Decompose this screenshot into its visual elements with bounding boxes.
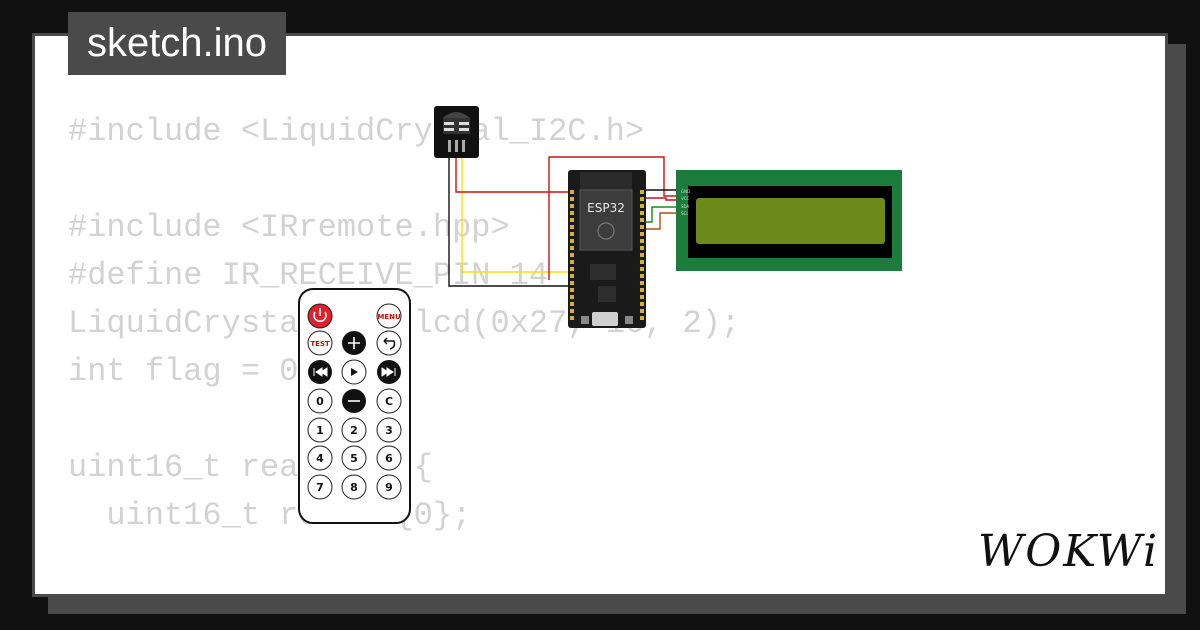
header-pin[interactable] xyxy=(570,309,574,313)
digit-button-label: 5 xyxy=(350,452,358,465)
header-pin[interactable] xyxy=(640,218,644,222)
sketch-filename-tab[interactable]: sketch.ino xyxy=(68,12,286,75)
header-pin[interactable] xyxy=(640,295,644,299)
digit-button-label: 6 xyxy=(385,452,393,465)
wires xyxy=(448,150,680,287)
header-pin[interactable] xyxy=(570,281,574,285)
ir-remote[interactable]: MENU TEST 0 C 1 2 3 4 5 6 7 8 9 xyxy=(298,288,411,524)
digit-button-label: 9 xyxy=(385,481,393,494)
header-pin[interactable] xyxy=(640,253,644,257)
header-pin[interactable] xyxy=(570,267,574,271)
header-pin[interactable] xyxy=(640,190,644,194)
header-pin[interactable] xyxy=(640,225,644,229)
header-pin[interactable] xyxy=(640,274,644,278)
wokwi-logo[interactable]: WOKWi xyxy=(978,526,1160,577)
header-pin[interactable] xyxy=(640,302,644,306)
digit-button-1[interactable] xyxy=(307,417,333,443)
back-button xyxy=(376,330,402,356)
esp32-label: ESP32 xyxy=(587,201,625,215)
lcd-pin-vcc: VCC xyxy=(681,196,690,201)
header-pin[interactable] xyxy=(640,309,644,313)
header-pin[interactable] xyxy=(570,295,574,299)
digit-button-label: 7 xyxy=(316,481,324,494)
header-pin[interactable] xyxy=(640,239,644,243)
header-pin[interactable] xyxy=(570,197,574,201)
header-pin[interactable] xyxy=(570,302,574,306)
header-pin[interactable] xyxy=(640,288,644,292)
header-pin[interactable] xyxy=(570,246,574,250)
header-pin[interactable] xyxy=(640,197,644,201)
digit-button-label: 2 xyxy=(350,424,358,437)
digit-button-label: 4 xyxy=(316,452,324,465)
digit-button-2[interactable] xyxy=(341,417,367,443)
header-pin[interactable] xyxy=(570,260,574,264)
header-pin[interactable] xyxy=(570,204,574,208)
header-pin[interactable] xyxy=(640,204,644,208)
wire-scl-green xyxy=(643,212,680,230)
lcd-display[interactable]: GND VCC SDA SCL xyxy=(676,170,902,271)
header-pin[interactable] xyxy=(640,232,644,236)
header-pin[interactable] xyxy=(640,211,644,215)
digit-buttons: 1 2 3 4 5 6 7 8 9 xyxy=(307,417,402,500)
menu-button-label: MENU xyxy=(377,313,401,321)
esp32-pins-left xyxy=(570,190,574,320)
header-pin[interactable] xyxy=(640,316,644,320)
test-button-label: TEST xyxy=(310,340,330,348)
code-line: if (IrReceiver.decode()) { xyxy=(68,588,740,594)
lcd-pin-sda: SDA xyxy=(681,204,690,209)
header-pin[interactable] xyxy=(570,225,574,229)
header-pin[interactable] xyxy=(570,288,574,292)
digit-button-8[interactable] xyxy=(341,474,367,500)
digit-button-6[interactable] xyxy=(376,445,402,471)
digit-button-label: 1 xyxy=(316,424,324,437)
c-button xyxy=(376,388,402,414)
lcd-pin-gnd: GND xyxy=(681,189,690,194)
digit-button-7[interactable] xyxy=(307,474,333,500)
header-pin[interactable] xyxy=(570,253,574,257)
esp32-board[interactable]: ESP32 xyxy=(568,170,646,328)
zero-button-label: 0 xyxy=(316,395,324,408)
ir-receiver[interactable] xyxy=(434,106,479,158)
header-pin[interactable] xyxy=(570,316,574,320)
wire-vcc-red xyxy=(643,197,680,201)
wire-ir-signal xyxy=(461,150,569,273)
code-line: #include <IRremote.hpp> xyxy=(68,209,510,246)
test-button xyxy=(307,330,333,356)
header-pin[interactable] xyxy=(570,232,574,236)
header-pin[interactable] xyxy=(570,211,574,215)
wire-sda-green xyxy=(643,206,680,223)
header-pin[interactable] xyxy=(570,218,574,222)
header-pin[interactable] xyxy=(570,239,574,243)
digit-button-4[interactable] xyxy=(307,445,333,471)
wire-ir-vcc xyxy=(455,150,569,193)
digit-button-label: 8 xyxy=(350,481,358,494)
zero-button xyxy=(307,388,333,414)
menu-button xyxy=(376,303,402,329)
esp32-pins-right xyxy=(640,190,644,320)
digit-button-3[interactable] xyxy=(376,417,402,443)
digit-button-label: 3 xyxy=(385,424,393,437)
code-line: #define IR_RECEIVE_PIN 14 xyxy=(68,257,549,294)
c-button-label: C xyxy=(385,395,393,408)
wire-power-red xyxy=(548,156,680,280)
header-pin[interactable] xyxy=(570,190,574,194)
lcd-pin-scl: SCL xyxy=(681,211,689,216)
wire-ir-gnd xyxy=(448,150,569,287)
header-pin[interactable] xyxy=(640,246,644,250)
header-pin[interactable] xyxy=(570,274,574,278)
header-pin[interactable] xyxy=(640,267,644,271)
digit-button-5[interactable] xyxy=(341,445,367,471)
header-pin[interactable] xyxy=(640,260,644,264)
digit-button-9[interactable] xyxy=(376,474,402,500)
header-pin[interactable] xyxy=(640,281,644,285)
